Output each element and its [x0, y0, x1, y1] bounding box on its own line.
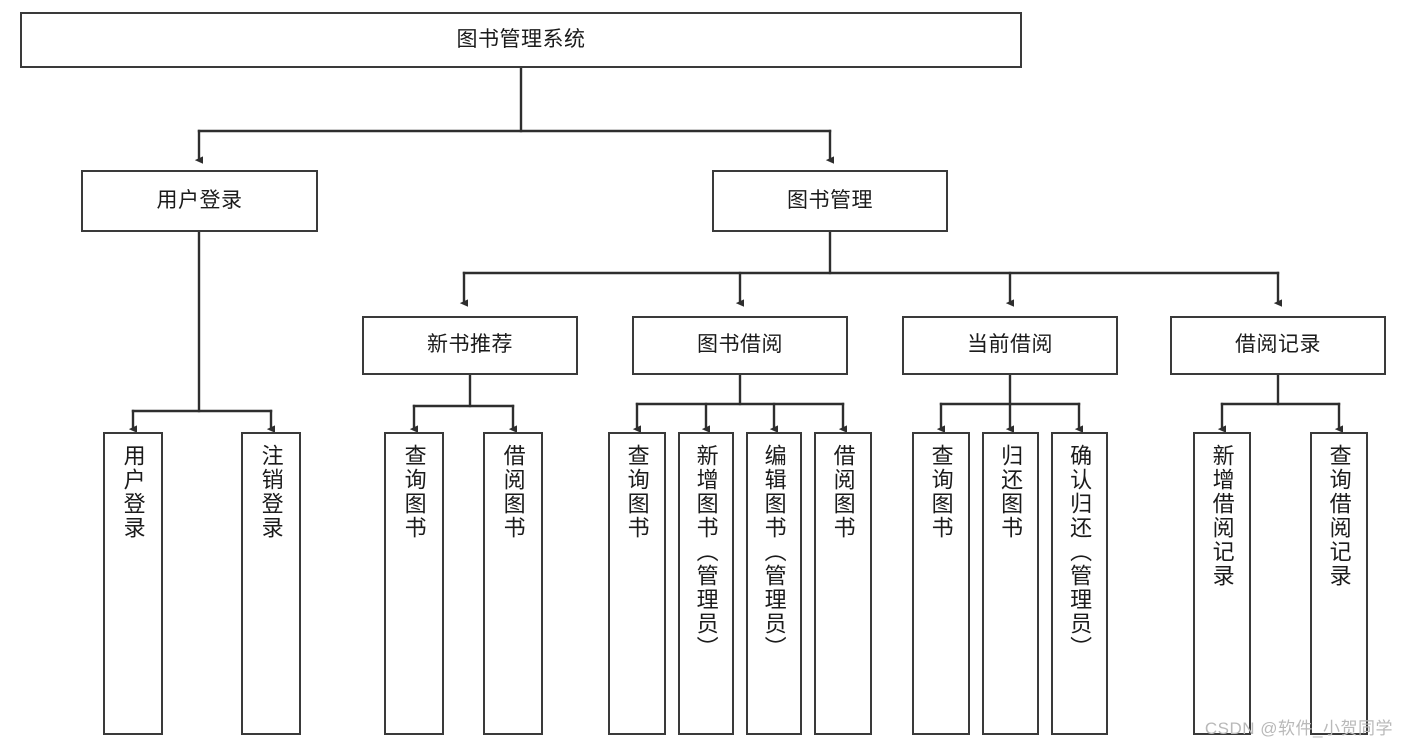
node-label: 查询图书 [928, 444, 954, 540]
leaf-query-borrow-record[interactable]: 查询借阅记录 [1310, 432, 1368, 735]
node-label: 新增图书（管理员） [693, 444, 719, 660]
leaf-borrow-book-borrow[interactable]: 借阅图书 [814, 432, 872, 735]
leaf-confirm-return[interactable]: 确认归还（管理员） [1051, 432, 1108, 735]
node-label: 归还图书 [998, 444, 1024, 540]
node-label: 借阅图书 [500, 444, 526, 540]
node-label: 图书借阅 [697, 333, 783, 357]
node-label: 查询图书 [624, 444, 650, 540]
node-label: 新增借阅记录 [1209, 444, 1235, 588]
node-label: 借阅图书 [830, 444, 856, 540]
leaf-query-book-borrow[interactable]: 查询图书 [608, 432, 666, 735]
leaf-user-login[interactable]: 用户登录 [103, 432, 163, 735]
node-book-borrow[interactable]: 图书借阅 [632, 316, 848, 375]
leaf-borrow-book-recommend[interactable]: 借阅图书 [483, 432, 543, 735]
node-new-book-recommend[interactable]: 新书推荐 [362, 316, 578, 375]
node-user-login[interactable]: 用户登录 [81, 170, 318, 232]
node-label: 图书管理系统 [456, 27, 586, 51]
node-label: 用户登录 [156, 188, 243, 212]
leaf-query-book-current[interactable]: 查询图书 [912, 432, 970, 735]
node-label: 图书管理 [787, 188, 873, 212]
leaf-add-book[interactable]: 新增图书（管理员） [678, 432, 734, 735]
node-label: 查询图书 [401, 444, 427, 540]
csdn-watermark: CSDN @软件_小贺同学 [1204, 719, 1393, 738]
node-borrow-record[interactable]: 借阅记录 [1170, 316, 1386, 375]
leaf-query-book-recommend[interactable]: 查询图书 [384, 432, 444, 735]
node-label: 用户登录 [120, 444, 146, 540]
node-current-borrow[interactable]: 当前借阅 [902, 316, 1118, 375]
leaf-return-book[interactable]: 归还图书 [982, 432, 1039, 735]
node-book-management[interactable]: 图书管理 [712, 170, 948, 232]
node-label: 当前借阅 [967, 333, 1053, 357]
node-root-book-management-system[interactable]: 图书管理系统 [20, 12, 1022, 68]
node-label: 借阅记录 [1235, 333, 1321, 357]
leaf-add-borrow-record[interactable]: 新增借阅记录 [1193, 432, 1251, 735]
node-label: 编辑图书（管理员） [761, 444, 787, 660]
leaf-logout-login[interactable]: 注销登录 [241, 432, 301, 735]
leaf-edit-book[interactable]: 编辑图书（管理员） [746, 432, 802, 735]
node-label: 查询借阅记录 [1326, 444, 1352, 588]
node-label: 确认归还（管理员） [1067, 444, 1093, 660]
node-label: 新书推荐 [427, 333, 513, 357]
node-label: 注销登录 [258, 444, 284, 540]
